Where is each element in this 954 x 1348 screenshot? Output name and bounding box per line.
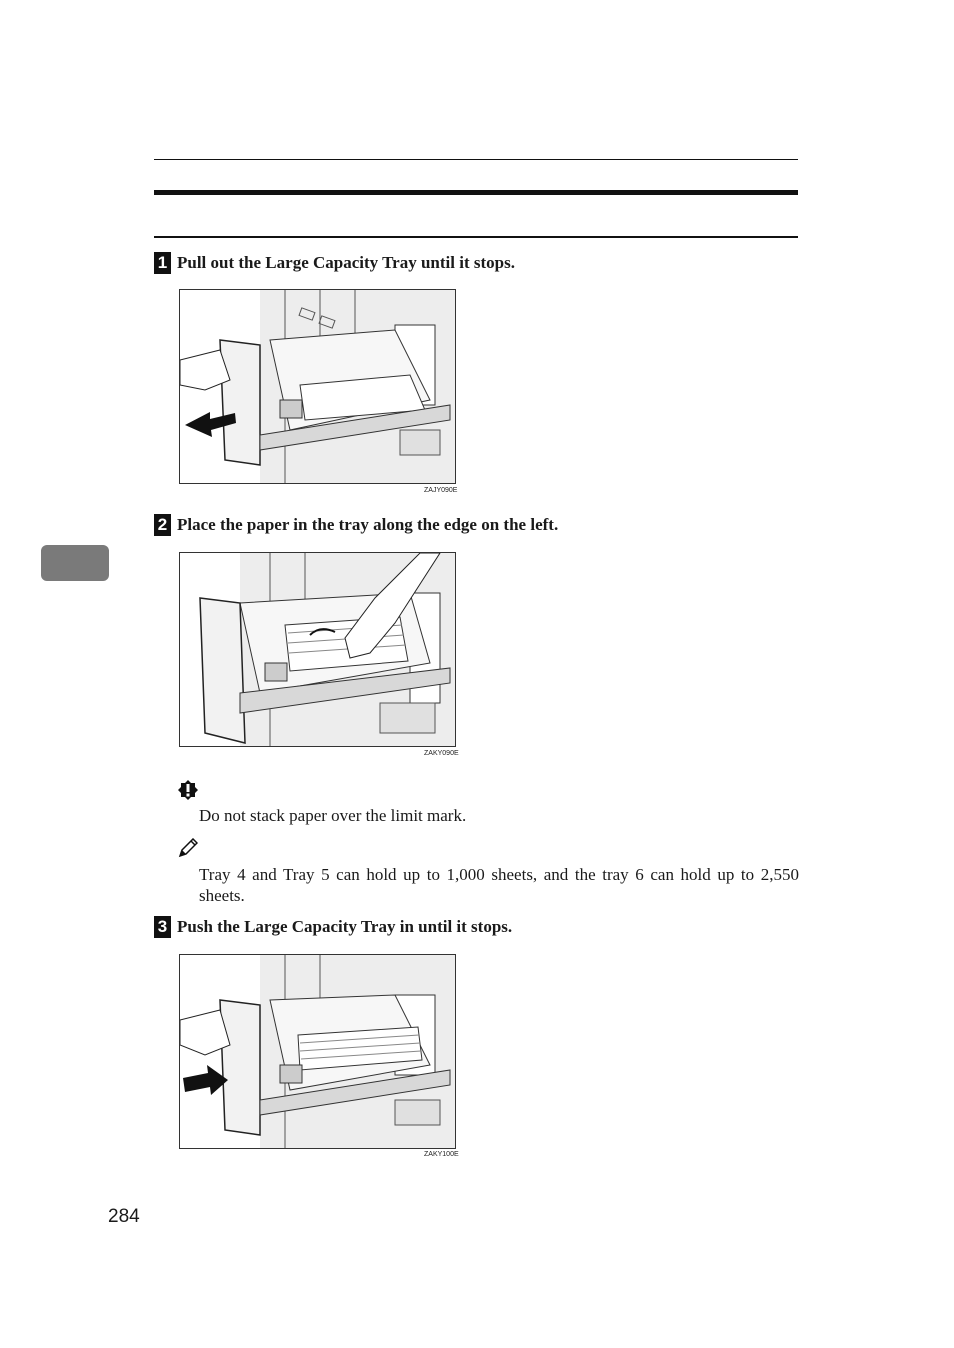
- figure-1-code: ZAJY090E: [424, 487, 458, 494]
- step-1: 1 Pull out the Large Capacity Tray until…: [154, 252, 515, 274]
- figure-push-in-tray: [179, 954, 456, 1149]
- step-1-number: 1: [154, 252, 171, 274]
- header-rule-bottom: [154, 236, 798, 238]
- figure-place-paper: [179, 552, 456, 747]
- header-rule-thin: [154, 159, 798, 160]
- step-3: 3 Push the Large Capacity Tray in until …: [154, 916, 512, 938]
- note-text: Tray 4 and Tray 5 can hold up to 1,000 s…: [199, 865, 799, 905]
- step-2-number: 2: [154, 514, 171, 536]
- step-3-number: 3: [154, 916, 171, 938]
- important-icon: [178, 780, 198, 805]
- figure-2-code: ZAKY090E: [424, 750, 459, 757]
- important-text: Do not stack paper over the limit mark.: [199, 806, 467, 825]
- figure-3-code: ZAKY100E: [424, 1151, 459, 1158]
- step-3-text: Push the Large Capacity Tray in until it…: [177, 917, 513, 936]
- pencil-note-icon: [178, 837, 199, 863]
- step-2: 2 Place the paper in the tray along the …: [154, 514, 558, 536]
- step-1-text: Pull out the Large Capacity Tray until i…: [177, 253, 515, 272]
- chapter-side-tab: [41, 545, 109, 581]
- figure-pull-out-tray: [179, 289, 456, 484]
- header-rule-thick: [154, 190, 798, 195]
- page-number: 284: [108, 1206, 140, 1227]
- step-2-text: Place the paper in the tray along the ed…: [177, 515, 559, 534]
